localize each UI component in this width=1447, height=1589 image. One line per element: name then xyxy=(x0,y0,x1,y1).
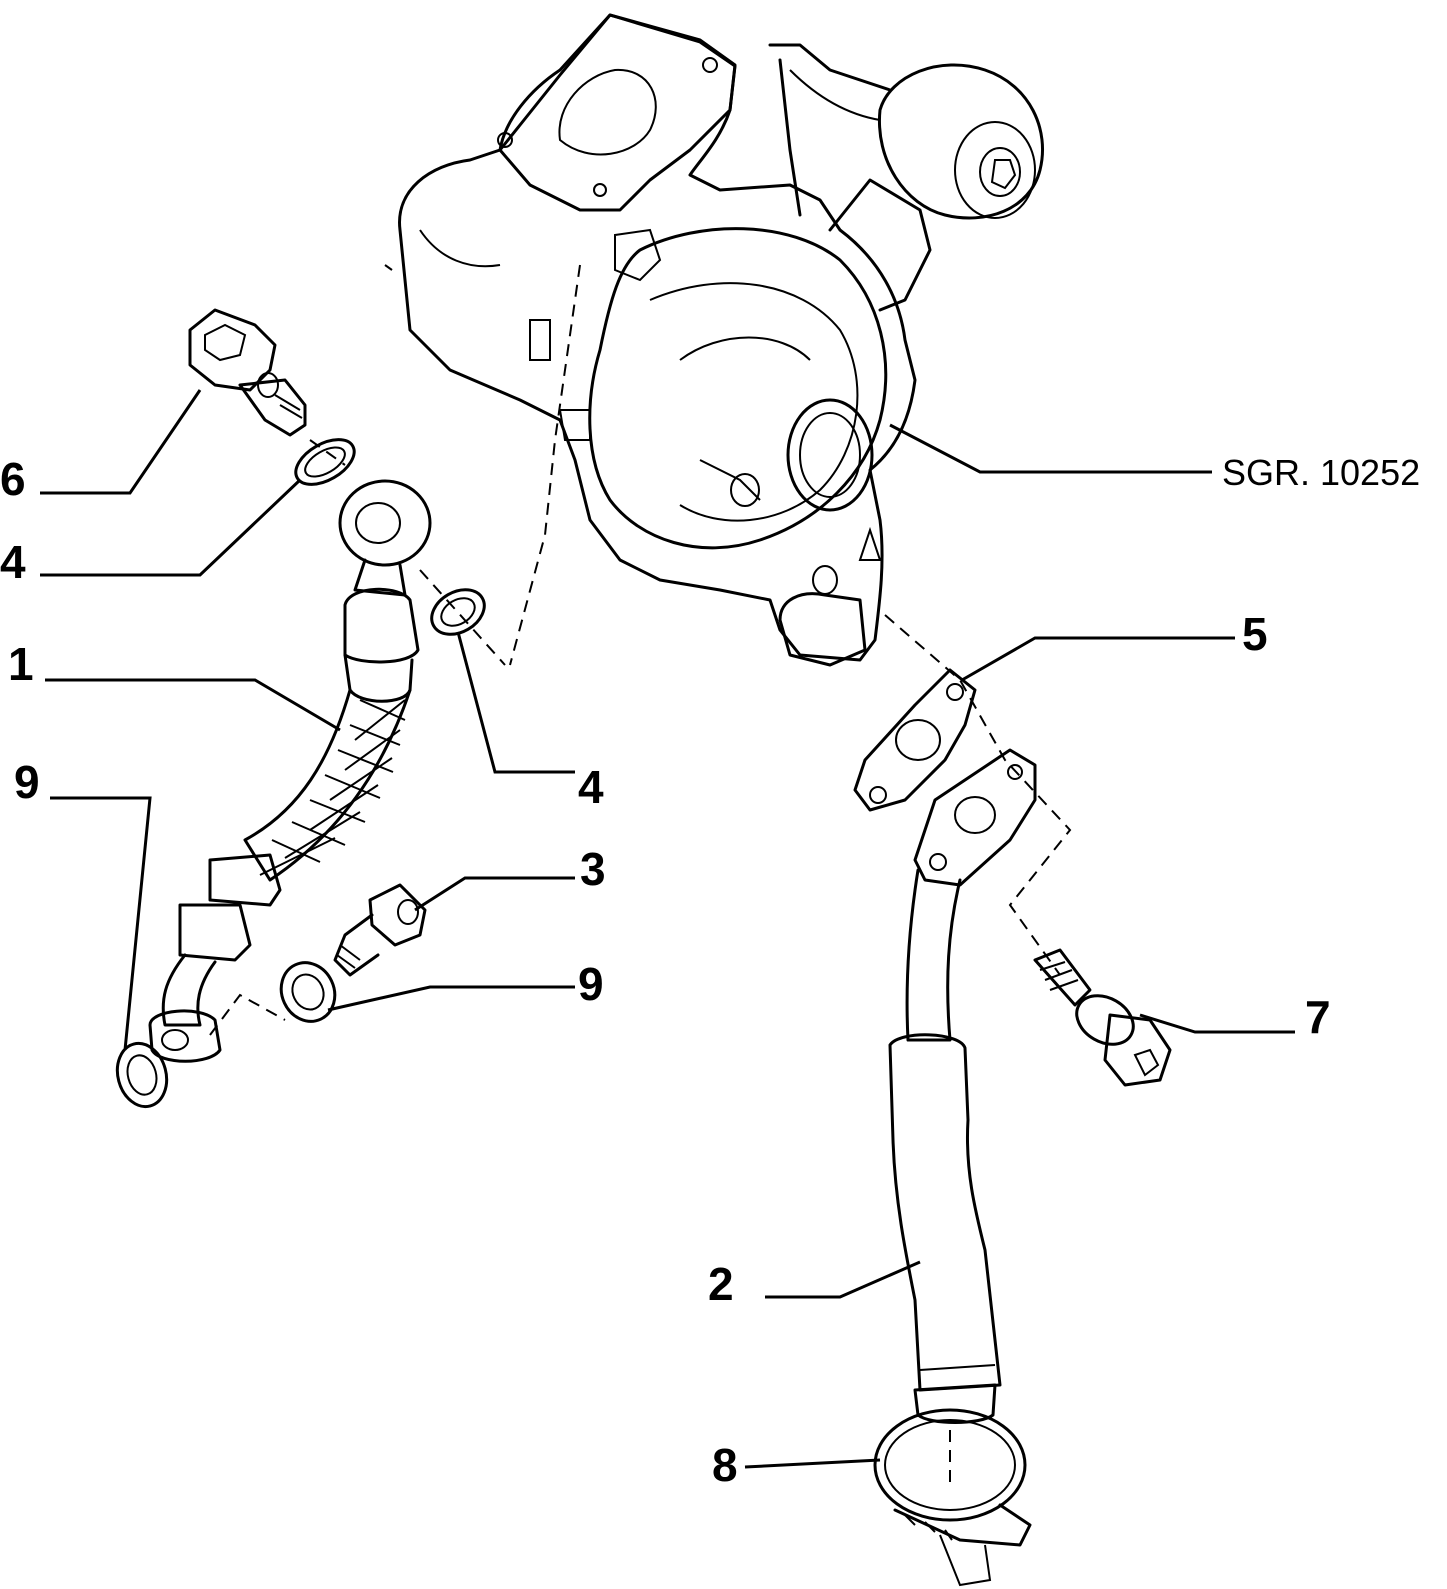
leader-3 xyxy=(414,876,575,912)
sealing-washer-right xyxy=(279,961,337,1023)
callout-9-left: 9 xyxy=(14,756,40,808)
union-fitting xyxy=(333,883,427,977)
callout-6: 6 xyxy=(0,453,26,505)
callout-4-lower: 4 xyxy=(578,761,604,813)
oil-return-pipe xyxy=(888,748,1037,1424)
assembly-line-return-flange xyxy=(884,614,1072,976)
leader-9b xyxy=(327,985,575,1012)
sealing-washer-lower xyxy=(430,588,486,636)
leader-4b xyxy=(456,631,575,774)
callout-3: 3 xyxy=(580,843,606,895)
callout-2: 2 xyxy=(708,1258,734,1310)
leader-5 xyxy=(961,636,1235,682)
sealing-washer-left xyxy=(115,1041,169,1109)
leader-2 xyxy=(765,1260,921,1299)
callout-9-right: 9 xyxy=(578,958,604,1010)
callout-4-upper: 4 xyxy=(0,536,26,588)
assembly-line-oil-feed xyxy=(509,264,581,666)
assembly-line-bolt6 xyxy=(309,439,346,466)
assembly-line-lower-banjo xyxy=(209,993,286,1036)
turbocharger xyxy=(384,13,1045,667)
leader-4a xyxy=(40,478,302,577)
oil-feed-hose xyxy=(148,479,432,1063)
callout-1: 1 xyxy=(8,638,34,690)
callout-8: 8 xyxy=(712,1439,738,1491)
flange-gasket xyxy=(853,668,977,812)
callout-5: 5 xyxy=(1242,608,1268,660)
reference-code: SGR. 10252 xyxy=(1222,452,1420,493)
leader-8 xyxy=(744,1458,881,1469)
leader-9a xyxy=(50,796,152,1051)
banjo-bolt xyxy=(188,308,307,437)
leader-reference xyxy=(889,423,1212,474)
sealing-washer-upper xyxy=(294,438,356,486)
callout-7: 7 xyxy=(1305,991,1331,1043)
hose-clamp xyxy=(873,1408,1032,1587)
flange-bolt xyxy=(1033,948,1172,1087)
assembly-line-banjo xyxy=(419,569,506,666)
leader-6 xyxy=(40,389,202,495)
leader-7 xyxy=(1139,1013,1295,1034)
leader-1 xyxy=(45,678,341,732)
